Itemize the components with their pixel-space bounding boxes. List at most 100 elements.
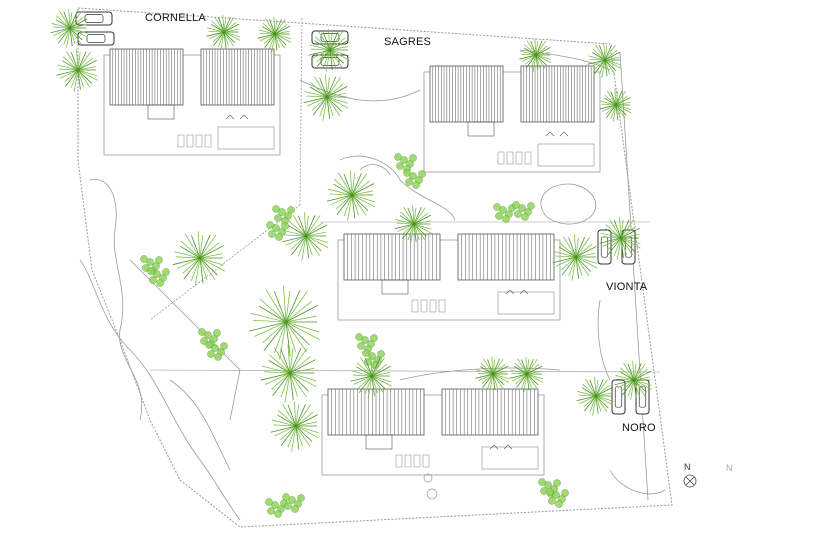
- tree-frond: [269, 19, 276, 35]
- tree-frond: [295, 411, 314, 427]
- tree-frond: [396, 222, 415, 225]
- tree-frond: [492, 373, 509, 380]
- tree-frond: [330, 194, 353, 206]
- shrub-icon: [266, 221, 289, 241]
- tree-frond: [594, 376, 597, 397]
- tree-frond: [295, 425, 313, 443]
- car-icon: [75, 11, 113, 26]
- tree-frond: [260, 372, 291, 381]
- tree-frond: [604, 59, 616, 75]
- tree-frond: [318, 31, 331, 51]
- tree-frond: [483, 358, 494, 375]
- tree-icon: [587, 42, 622, 78]
- tree-frond: [575, 256, 592, 272]
- chairs: [545, 131, 569, 137]
- boundary-line: [77, 7, 673, 528]
- shrub-leaf: [287, 206, 295, 214]
- tree-frond: [509, 373, 528, 379]
- tree-frond: [180, 245, 201, 259]
- path-line: [79, 259, 241, 521]
- house-sagres: [423, 65, 601, 173]
- tree-frond: [627, 363, 635, 381]
- pool: [537, 143, 595, 167]
- tree-frond: [289, 359, 316, 374]
- tree-frond: [314, 40, 331, 51]
- tree-frond: [77, 57, 94, 71]
- sun-lounger: [177, 134, 185, 148]
- tree-frond: [207, 27, 225, 33]
- tree-frond: [285, 291, 291, 323]
- tree-frond: [589, 395, 597, 413]
- tree-frond: [279, 321, 287, 360]
- tree-frond: [492, 373, 505, 386]
- tree-frond: [291, 425, 297, 452]
- tree-frond: [56, 15, 71, 29]
- tree-frond: [413, 223, 426, 240]
- path-line: [359, 164, 391, 176]
- tree-frond: [620, 367, 635, 381]
- tree-frond: [607, 237, 622, 255]
- tree-frond: [77, 66, 96, 71]
- tree-frond: [326, 96, 349, 109]
- tree-frond: [589, 59, 606, 68]
- tree-frond: [329, 193, 353, 196]
- tree-frond: [604, 59, 610, 75]
- tree-frond: [601, 104, 617, 112]
- tree-frond: [413, 207, 422, 225]
- tree-frond: [525, 54, 537, 69]
- tree-icon: [172, 231, 225, 286]
- shrub-leaf: [553, 479, 561, 487]
- tree-frond: [314, 36, 331, 51]
- tree-frond: [605, 104, 617, 119]
- shrub-leaf: [213, 329, 221, 337]
- tree-frond: [312, 96, 328, 111]
- tree-frond: [180, 240, 201, 259]
- tree-frond: [249, 321, 287, 332]
- shrub-leaf: [274, 510, 282, 518]
- tree-frond: [575, 243, 593, 258]
- tree-frond: [329, 49, 350, 57]
- tree-frond: [356, 366, 373, 377]
- tree-frond: [326, 96, 341, 117]
- tree-frond: [220, 31, 225, 50]
- tree-frond: [514, 366, 528, 375]
- tree-frond: [295, 404, 299, 427]
- tree-frond: [620, 237, 624, 258]
- shrubs: [140, 153, 569, 518]
- tree-frond: [615, 104, 631, 110]
- shrub-icon: [282, 493, 305, 513]
- tree-frond: [289, 348, 308, 374]
- tree-frond: [273, 291, 287, 323]
- tree-frond: [401, 223, 415, 236]
- tree-frond: [259, 298, 287, 323]
- tree-frond: [633, 363, 646, 381]
- tree-trunk: [534, 53, 538, 57]
- tree-trunk: [350, 193, 354, 197]
- tree-frond: [305, 235, 322, 252]
- tree-icon: [576, 376, 614, 416]
- tree-frond: [606, 90, 617, 106]
- tree-frond: [535, 45, 548, 56]
- tree-frond: [324, 74, 328, 98]
- boundary-inner: [619, 51, 649, 501]
- tree-frond: [370, 355, 373, 377]
- house-cornella: [103, 48, 281, 156]
- tree-frond: [619, 371, 635, 381]
- tree-frond: [329, 37, 346, 51]
- tree-frond: [559, 242, 577, 258]
- tree-frond: [213, 31, 225, 46]
- tree-frond: [595, 395, 609, 409]
- tree-frond: [77, 69, 98, 81]
- tree-frond: [595, 44, 606, 61]
- tree-frond: [605, 224, 622, 239]
- tree-frond: [622, 379, 635, 396]
- tree-frond: [521, 53, 537, 56]
- tree-icon: [509, 356, 544, 392]
- tree-frond: [289, 372, 294, 401]
- tree-frond: [285, 301, 312, 323]
- tree-frond: [191, 257, 201, 281]
- tree-frond: [371, 375, 385, 394]
- tree-frond: [364, 375, 373, 394]
- tree-frond: [285, 290, 308, 323]
- tree-frond: [199, 234, 217, 259]
